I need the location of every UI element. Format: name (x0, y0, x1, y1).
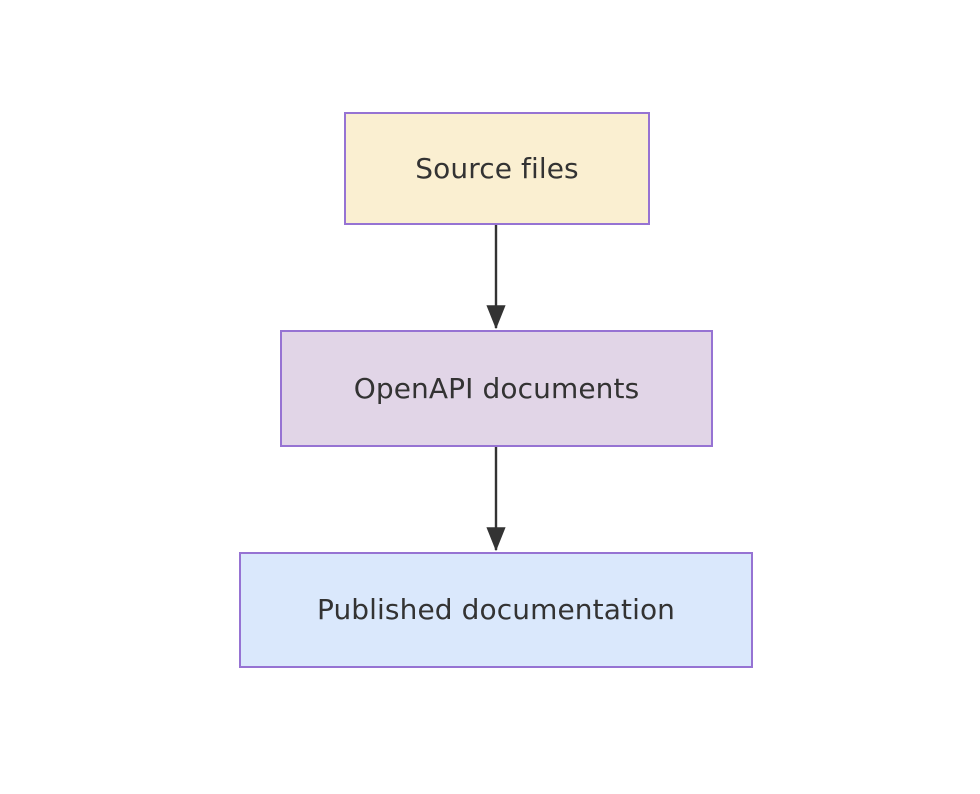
node-source-files-label: Source files (415, 151, 579, 185)
node-published-documentation[interactable]: Published documentation (239, 552, 753, 668)
node-source-files[interactable]: Source files (344, 112, 650, 225)
node-openapi-documents[interactable]: OpenAPI documents (280, 330, 713, 447)
node-openapi-documents-label: OpenAPI documents (353, 371, 640, 405)
node-published-documentation-label: Published documentation (316, 593, 676, 627)
